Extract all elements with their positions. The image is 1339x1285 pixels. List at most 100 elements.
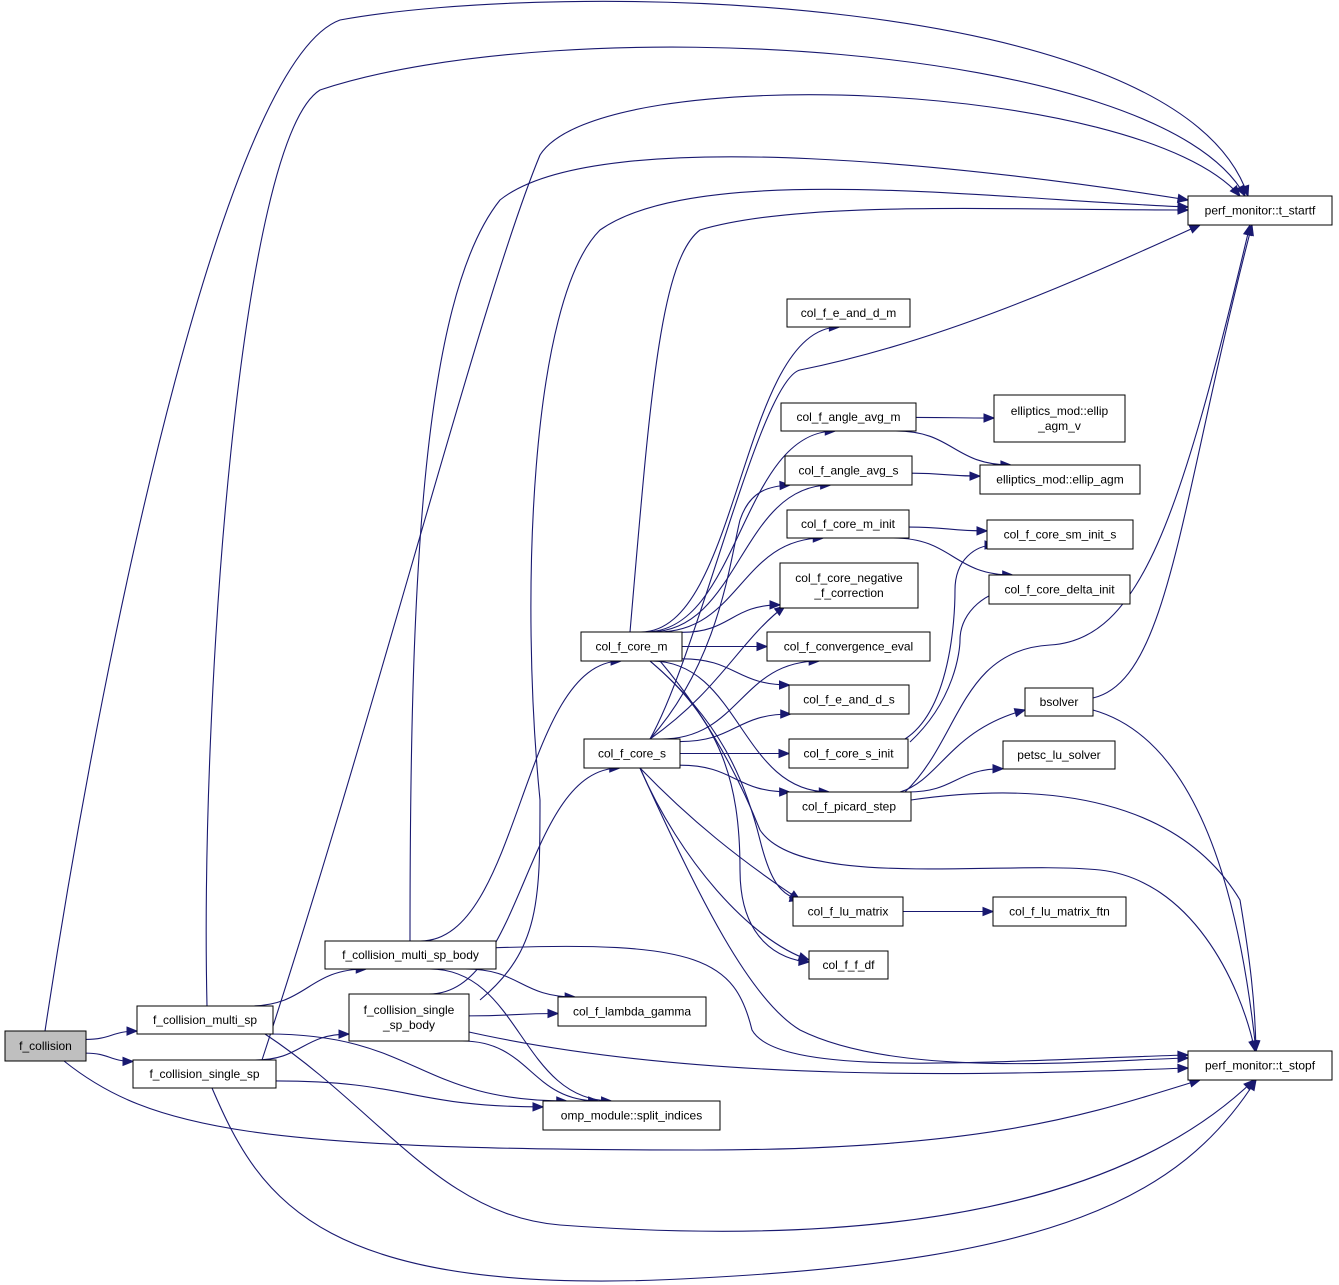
arrowhead — [778, 748, 791, 759]
arrowhead — [1177, 1063, 1190, 1074]
node-col-f-angle-avg-s[interactable]: col_f_angle_avg_s — [784, 455, 913, 486]
edge-line — [1092, 709, 1257, 1052]
edge-line — [428, 767, 620, 995]
edge-line — [267, 1033, 567, 1102]
edge-line — [649, 484, 831, 633]
edge-line — [659, 660, 1256, 1052]
node-col-f-f-df[interactable]: col_f_f_df — [808, 950, 889, 980]
node-label: _sp_body — [382, 1018, 435, 1032]
node-f-collision-single-sp-body[interactable]: f_collision_single_sp_body — [348, 993, 470, 1042]
edge-line — [249, 968, 367, 1007]
node-col-f-core-s-init[interactable]: col_f_core_s_init — [788, 738, 909, 769]
node-label: col_f_core_delta_init — [1004, 583, 1115, 597]
node-t-stopf[interactable]: perf_monitor::t_stopf — [1187, 1050, 1333, 1081]
arrowhead — [1176, 193, 1190, 204]
node-col-f-e-and-d-m[interactable]: col_f_e_and_d_m — [786, 298, 911, 328]
edge-line — [429, 968, 612, 1102]
edge-col_f_core_s-to-t_stopf — [639, 767, 1190, 1065]
arrowhead — [1244, 223, 1254, 237]
node-box — [993, 394, 1126, 443]
node-f-collision-multi-sp[interactable]: f_collision_multi_sp — [136, 1005, 274, 1035]
edge-line — [639, 767, 801, 901]
node-label: col_f_angle_avg_s — [798, 464, 898, 478]
node-col-f-lu-matrix-ftn[interactable]: col_f_lu_matrix_ftn — [992, 896, 1127, 927]
node-f-collision[interactable]: f_collision — [4, 1030, 87, 1062]
node-box — [808, 950, 889, 980]
edge-f_collision-to-t_startf — [44, 0, 1250, 1032]
node-col-f-angle-avg-m[interactable]: col_f_angle_avg_m — [780, 402, 917, 432]
node-ellip-agm-v[interactable]: elliptics_mod::ellip_agm_v — [993, 394, 1126, 443]
arrowhead — [1235, 184, 1246, 198]
edge-col_f_core_s-to-col_f_f_df — [639, 767, 811, 962]
node-label: petsc_lu_solver — [1017, 748, 1100, 762]
node-col-f-core-m[interactable]: col_f_core_m — [580, 631, 683, 662]
node-box — [988, 574, 1131, 605]
node-col-f-lu-matrix[interactable]: col_f_lu_matrix — [792, 896, 904, 927]
node-box — [992, 896, 1127, 927]
node-box — [779, 562, 919, 609]
edge-line — [651, 660, 830, 793]
node-label: f_collision_multi_sp — [153, 1013, 257, 1027]
node-box — [348, 993, 470, 1042]
arrowhead — [1177, 1053, 1190, 1063]
edge-col_f_core_m-to-t_startf — [629, 205, 1190, 633]
node-col-f-core-s[interactable]: col_f_core_s — [583, 738, 681, 769]
node-label: elliptics_mod::ellip — [1011, 404, 1109, 418]
edge-line — [479, 188, 1189, 1001]
arrowhead — [1250, 1040, 1260, 1053]
edge-line — [904, 224, 1251, 793]
edge-line — [679, 713, 791, 743]
edge-line — [649, 224, 1201, 740]
edge-col_f_core_m_init-to-col_f_core_sm_init_s — [908, 526, 989, 536]
node-box — [786, 298, 911, 328]
edge-line — [275, 1080, 544, 1108]
node-box — [766, 631, 931, 662]
node-col-f-core-sm-init-s[interactable]: col_f_core_sm_init_s — [986, 519, 1134, 550]
node-box — [1024, 687, 1094, 717]
edge-line — [639, 767, 1189, 1065]
node-petsc-lu-solver[interactable]: petsc_lu_solver — [1002, 740, 1116, 770]
edge-f_collision_single_sp-to-omp_split_indices — [275, 1080, 545, 1112]
node-bsolver[interactable]: bsolver — [1024, 687, 1094, 717]
node-omp-split-indices[interactable]: omp_module::split_indices — [542, 1100, 721, 1131]
edge-f_collision_single_sp_body-to-col_f_lambda_gamma — [468, 1008, 560, 1019]
edge-line — [468, 1012, 559, 1017]
edge-line — [895, 430, 1011, 466]
node-col-f-core-delta-init[interactable]: col_f_core_delta_init — [988, 574, 1131, 605]
edge-col_f_core_s-to-col_f_core_s_init — [679, 748, 791, 759]
edge-line — [420, 660, 622, 942]
edge-line — [661, 660, 820, 740]
node-label: col_f_lu_matrix_ftn — [1009, 905, 1110, 919]
edge-col_f_core_m-to-col_f_angle_avg_s — [649, 480, 832, 633]
node-col-f-core-negative-f-correction[interactable]: col_f_core_negative_f_correction — [779, 562, 919, 609]
node-label: col_f_lu_matrix — [808, 905, 889, 919]
node-ellip-agm[interactable]: elliptics_mod::ellip_agm — [979, 464, 1141, 495]
edge-line — [264, 1033, 1255, 1232]
edge-line — [409, 156, 1189, 942]
node-col-f-e-and-d-s[interactable]: col_f_e_and_d_s — [788, 684, 910, 715]
node-col-f-picard-step[interactable]: col_f_picard_step — [786, 791, 912, 822]
node-t-startf[interactable]: perf_monitor::t_startf — [1187, 195, 1333, 226]
node-f-collision-multi-sp-body[interactable]: f_collision_multi_sp_body — [324, 940, 497, 970]
node-label: col_f_picard_step — [802, 800, 896, 814]
arrowhead — [1177, 205, 1190, 215]
edge-line — [681, 658, 790, 686]
edge-f_collision_single_sp-to-t_startf — [261, 94, 1241, 1061]
edge-line — [465, 968, 576, 998]
arrowhead — [756, 641, 769, 652]
node-f-collision-single-sp[interactable]: f_collision_single_sp — [132, 1059, 277, 1089]
node-col-f-core-m-init[interactable]: col_f_core_m_init — [786, 509, 910, 539]
node-col-f-lambda-gamma[interactable]: col_f_lambda_gamma — [557, 996, 707, 1027]
edge-col_f_core_s-to-col_f_lu_matrix — [639, 767, 802, 901]
edge-line — [645, 430, 836, 633]
edge-line — [640, 326, 840, 633]
node-label: f_collision_single_sp — [149, 1067, 259, 1081]
edge-col_f_core_s-to-col_f_e_and_d_s — [679, 709, 793, 743]
node-label: _f_correction — [813, 586, 883, 600]
node-col-f-convergence-eval[interactable]: col_f_convergence_eval — [766, 631, 931, 662]
node-box — [583, 738, 681, 769]
node-box — [1187, 1050, 1333, 1081]
edge-line — [255, 1033, 350, 1061]
node-label: f_collision_multi_sp_body — [342, 948, 479, 962]
